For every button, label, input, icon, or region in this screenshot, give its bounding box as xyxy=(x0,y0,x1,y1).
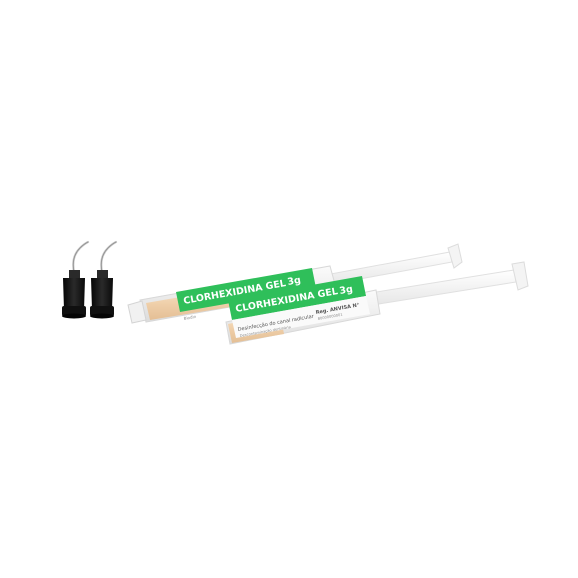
label-band-front xyxy=(228,276,366,320)
applicator-tip-left xyxy=(62,240,90,319)
label-band-back xyxy=(176,268,316,312)
label-weight-back: 3g xyxy=(287,275,302,288)
label-weight-front: 3g xyxy=(339,284,354,297)
label-brand-back: Biodin xyxy=(183,314,197,321)
label-registry-number-front: 80000000001 xyxy=(317,313,342,321)
applicator-tip-right xyxy=(90,240,118,319)
syringe-front: CLORHEXIDINA GEL 3g Desinfecção do canal… xyxy=(225,261,529,345)
